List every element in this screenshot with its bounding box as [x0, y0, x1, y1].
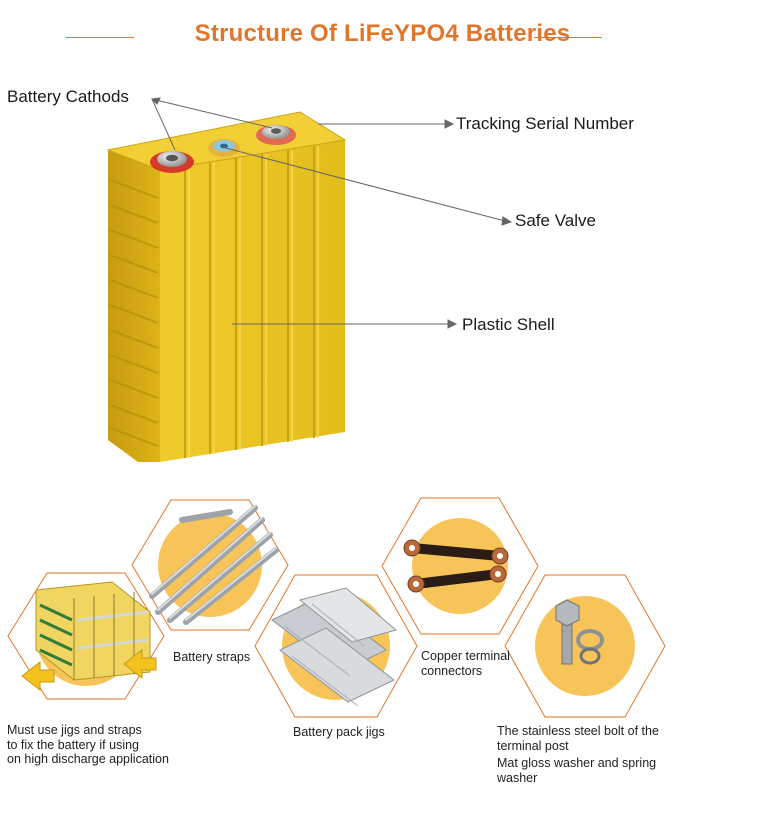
- caption-copper-connectors: Copper terminal connectors: [421, 649, 510, 678]
- hex-pack-jigs: [254, 574, 418, 718]
- label-plastic-shell: Plastic Shell: [462, 315, 555, 334]
- caption-line: Mat gloss washer and spring: [497, 756, 657, 770]
- caption-line: The stainless steel bolt of the: [497, 724, 659, 738]
- battery-cell: [106, 111, 347, 462]
- hex-battery-straps: [131, 499, 289, 631]
- arrow-icon: [21, 660, 55, 692]
- caption-stainless-bolt: The stainless steel bolt of the terminal…: [497, 724, 659, 785]
- arrow-icon: [123, 648, 157, 680]
- label-tracking-serial-number: Tracking Serial Number: [456, 114, 634, 133]
- caption-battery-straps: Battery straps: [173, 650, 251, 664]
- label-safe-valve: Safe Valve: [515, 211, 596, 230]
- caption-line: washer: [497, 770, 538, 785]
- caption-battery-pack-jigs: Battery pack jigs: [293, 725, 385, 739]
- battery-front-face: [160, 140, 345, 462]
- caption-jigs-note: Must use jigs and straps to fix the batt…: [7, 723, 169, 767]
- safe-valve-terminal: [208, 139, 240, 157]
- caption-line: connectors: [421, 663, 483, 678]
- page-title: Structure Of LiFeYPO4 Batteries: [194, 20, 571, 47]
- hex-stainless-bolt: [504, 574, 666, 718]
- negative-terminal: [150, 151, 194, 173]
- caption-line: Copper terminal: [421, 649, 510, 663]
- caption-line: Must use jigs and straps: [7, 723, 142, 737]
- caption-line: on high discharge application: [7, 752, 169, 766]
- caption-line: to fix the battery if using: [7, 737, 140, 752]
- title-rule-left: [66, 37, 134, 38]
- caption-line: terminal post: [497, 738, 569, 753]
- hex-copper-connectors: [381, 497, 539, 635]
- callout-leaders: [150, 97, 513, 329]
- positive-terminal: [256, 125, 296, 145]
- label-battery-cathodes: Battery Cathods: [7, 87, 129, 106]
- title-rule-right: [534, 37, 602, 38]
- hex-jigs-straps: [7, 572, 165, 700]
